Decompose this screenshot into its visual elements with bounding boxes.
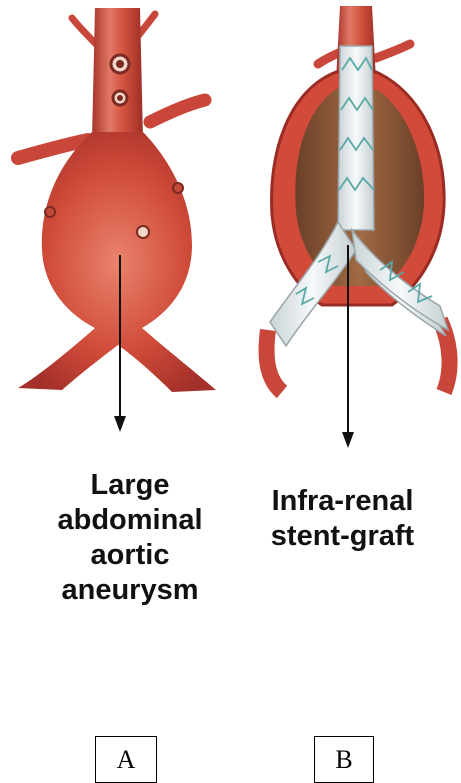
caption-a-line-4: aneurysm xyxy=(20,573,240,608)
caption-panel-b: Infra-renal stent-graft xyxy=(240,484,445,554)
aneurysm-drawing xyxy=(18,8,216,432)
caption-panel-a: Large abdominal aortic aneurysm xyxy=(20,468,240,608)
panel-label-a-text: A xyxy=(117,745,136,775)
panel-label-b: B xyxy=(314,736,374,783)
caption-a-line-1: Large xyxy=(20,468,240,503)
panel-label-b-text: B xyxy=(335,745,352,775)
panel-label-a: A xyxy=(95,736,157,783)
caption-a-line-3: aortic xyxy=(20,538,240,573)
caption-a-line-2: abdominal xyxy=(20,503,240,538)
stent-graft-drawing xyxy=(267,6,450,448)
caption-b-line-1: Infra-renal xyxy=(240,484,445,519)
caption-b-line-2: stent-graft xyxy=(240,519,445,554)
